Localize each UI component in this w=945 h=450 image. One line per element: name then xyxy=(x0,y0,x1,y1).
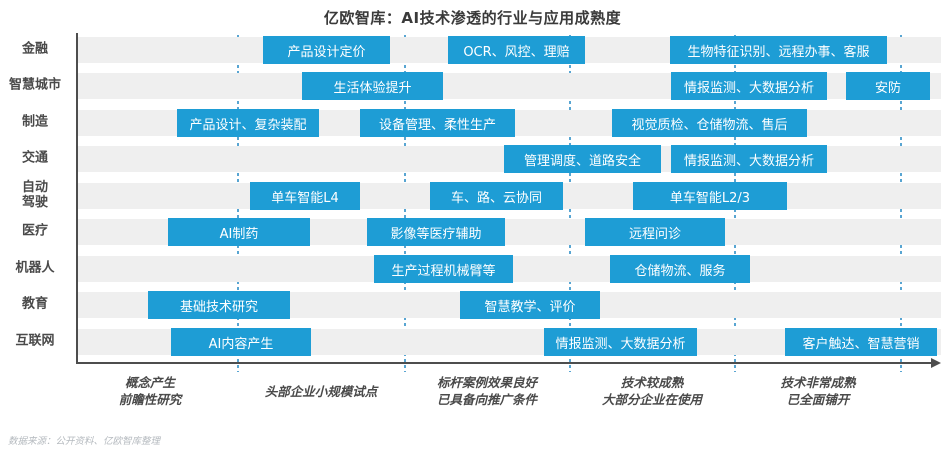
industry-label: 医疗 xyxy=(21,223,48,239)
industry-row: 医疗 AI制药 影像等医疗辅助 远程问诊 xyxy=(0,218,945,246)
stage-label: 标杆案例效果良好 已具备向推广条件 xyxy=(436,375,537,407)
data-source-note: 数据来源：公开资料、亿欧智库整理 xyxy=(8,436,161,447)
industry-label: 自动 驾驶 xyxy=(21,180,48,210)
industry-row: 自动 驾驶 单车智能L4 车、路、云协同 单车智能L2/3 xyxy=(0,180,945,210)
maturity-box: 管理调度、道路安全 xyxy=(504,145,661,173)
x-axis-line xyxy=(77,362,933,364)
maturity-box: 产品设计、复杂装配 xyxy=(177,109,319,137)
industry-row: 交通 管理调度、道路安全 情报监测、大数据分析 xyxy=(0,145,945,173)
maturity-box: 影像等医疗辅助 xyxy=(367,218,505,246)
maturity-box: 客户触达、智慧营销 xyxy=(785,328,937,356)
maturity-box: 生产过程机械臂等 xyxy=(374,255,513,283)
maturity-box: 基础技术研究 xyxy=(148,291,290,319)
maturity-box: 智慧教学、评价 xyxy=(460,291,600,319)
x-axis-arrow-icon xyxy=(931,358,941,368)
industry-row: 制造 产品设计、复杂装配 设备管理、柔性生产 视觉质检、仓储物流、售后 xyxy=(0,109,945,137)
maturity-box: OCR、风控、理赔 xyxy=(448,36,585,64)
stage-label: 技术较成熟 大部分企业在使用 xyxy=(601,375,702,407)
maturity-box: 仓储物流、服务 xyxy=(610,255,750,283)
maturity-box: 情报监测、大数据分析 xyxy=(671,72,827,100)
maturity-box: 单车智能L4 xyxy=(250,182,360,210)
industry-row: 互联网 AI内容产生 情报监测、大数据分析 客户触达、智慧营销 xyxy=(0,328,945,356)
maturity-box: 产品设计定价 xyxy=(263,36,390,64)
industry-row: 智慧城市 生活体验提升 情报监测、大数据分析 安防 xyxy=(0,72,945,100)
maturity-box: 生活体验提升 xyxy=(302,72,443,100)
maturity-box: 设备管理、柔性生产 xyxy=(360,109,515,137)
chart-title: 亿欧智库：AI技术渗透的行业与应用成熟度 xyxy=(323,9,622,27)
maturity-box: 车、路、云协同 xyxy=(430,182,563,210)
industry-label: 教育 xyxy=(21,296,48,312)
industry-label: 金融 xyxy=(21,41,48,57)
maturity-box: 安防 xyxy=(846,72,930,100)
industry-label: 机器人 xyxy=(15,260,55,276)
industry-row: 教育 基础技术研究 智慧教学、评价 xyxy=(0,291,945,319)
maturity-box: 视觉质检、仓储物流、售后 xyxy=(612,109,807,137)
industry-row: 机器人 生产过程机械臂等 仓储物流、服务 xyxy=(0,255,945,283)
industry-label: 交通 xyxy=(21,150,48,166)
maturity-box: 远程问诊 xyxy=(585,218,725,246)
maturity-box: AI制药 xyxy=(168,218,310,246)
stage-label: 技术非常成熟 已全面铺开 xyxy=(780,375,856,407)
industry-row: 金融 产品设计定价 OCR、风控、理赔 生物特征识别、远程办事、客服 xyxy=(0,36,945,64)
maturity-box: AI内容产生 xyxy=(171,328,311,356)
stage-label: 概念产生 前瞻性研究 xyxy=(118,375,182,407)
stage-label: 头部企业小规模试点 xyxy=(264,383,378,399)
industry-label: 智慧城市 xyxy=(8,77,61,93)
maturity-box: 情报监测、大数据分析 xyxy=(544,328,697,356)
industry-label: 互联网 xyxy=(15,333,55,349)
maturity-box: 单车智能L2/3 xyxy=(633,182,787,210)
industry-label: 制造 xyxy=(21,114,48,130)
y-axis-line xyxy=(76,33,78,364)
maturity-box: 生物特征识别、远程办事、客服 xyxy=(670,36,887,64)
maturity-box: 情报监测、大数据分析 xyxy=(671,145,827,173)
